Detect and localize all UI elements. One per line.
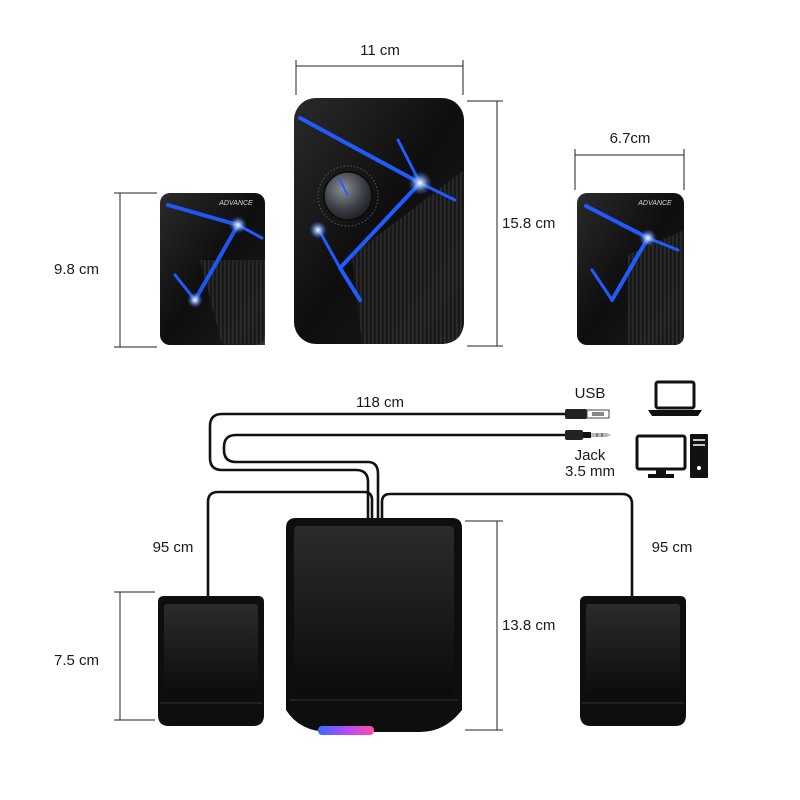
usb-label: USB (575, 385, 606, 402)
volume-knob (317, 165, 379, 227)
dimension-satellite-depth: 7.5 cm (54, 591, 155, 721)
main-speaker-front (294, 98, 464, 344)
dimension-satellite-height: 9.8 cm (54, 192, 157, 348)
left-cable-label: 95 cm (153, 539, 194, 556)
satellite-depth-label: 7.5 cm (54, 652, 99, 669)
cable-length-label: 118 cm (356, 394, 404, 411)
right-satellite-brand: ADVANCE (637, 200, 672, 207)
dimension-main-height: 15.8 cm (467, 100, 555, 347)
audio-jack-icon (565, 430, 611, 440)
left-satellite-speaker-front: ADVANCE (160, 193, 265, 345)
main-speaker-top (286, 518, 462, 735)
dimension-satellite-width: 6.7cm (574, 130, 685, 190)
cables (206, 412, 634, 596)
main-width-label: 11 cm (360, 42, 400, 59)
left-satellite-speaker-top (158, 596, 264, 726)
usb-plug-icon (565, 409, 610, 419)
jack-label-line1: Jack (575, 447, 606, 464)
main-depth-label: 13.8 cm (502, 617, 555, 634)
right-cable-label: 95 cm (652, 539, 693, 556)
main-height-label: 15.8 cm (502, 215, 555, 232)
left-satellite-brand: ADVANCE (218, 200, 253, 207)
right-satellite-speaker-front: ADVANCE (577, 193, 684, 345)
dimension-main-width: 11 cm (295, 42, 464, 95)
laptop-icon (648, 380, 702, 416)
right-satellite-speaker-top (580, 596, 686, 726)
desktop-computer-icon (635, 434, 708, 478)
satellite-height-label: 9.8 cm (54, 261, 99, 278)
satellite-width-label: 6.7cm (610, 130, 651, 147)
dimension-main-depth: 13.8 cm (465, 520, 555, 731)
jack-label-line2: 3.5 mm (565, 463, 615, 480)
led-ring (318, 726, 374, 735)
